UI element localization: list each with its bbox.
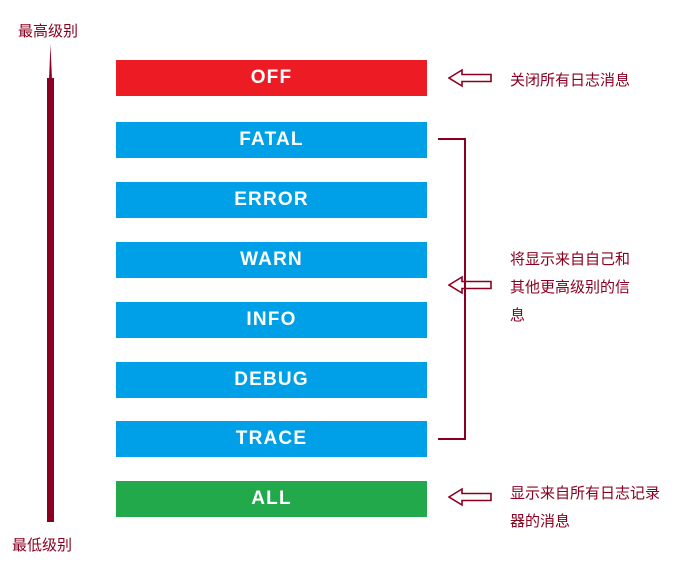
level-box-all[interactable]: ALL [116, 481, 427, 517]
level-box-debug[interactable]: DEBUG [116, 362, 427, 398]
level-box-error[interactable]: ERROR [116, 182, 427, 218]
left-arrow-icon [448, 275, 492, 295]
severity-axis [28, 40, 74, 528]
level-box-warn[interactable]: WARN [116, 242, 427, 278]
annotation-all-text: 显示来自所有日志记录 器的消息 [510, 484, 661, 530]
annotation-range: 将显示来自自己和 其他更高级别的信 息 [448, 245, 638, 329]
left-arrow-icon [448, 68, 492, 88]
up-arrow-icon [47, 44, 54, 522]
level-box-info[interactable]: INFO [116, 302, 427, 338]
axis-top-label: 最高级别 [18, 22, 79, 40]
annotation-off-text: 关闭所有日志消息 [510, 71, 631, 89]
annotation-range-text: 将显示来自自己和 其他更高级别的信 息 [510, 250, 631, 324]
axis-bottom-label: 最低级别 [12, 536, 73, 554]
left-arrow-icon [448, 487, 492, 507]
annotation-off: 关闭所有日志消息 [448, 66, 691, 94]
level-box-trace[interactable]: TRACE [116, 421, 427, 457]
annotation-all: 显示来自所有日志记录 器的消息 [448, 479, 660, 535]
level-box-fatal[interactable]: FATAL [116, 122, 427, 158]
level-box-off[interactable]: OFF [116, 60, 427, 96]
